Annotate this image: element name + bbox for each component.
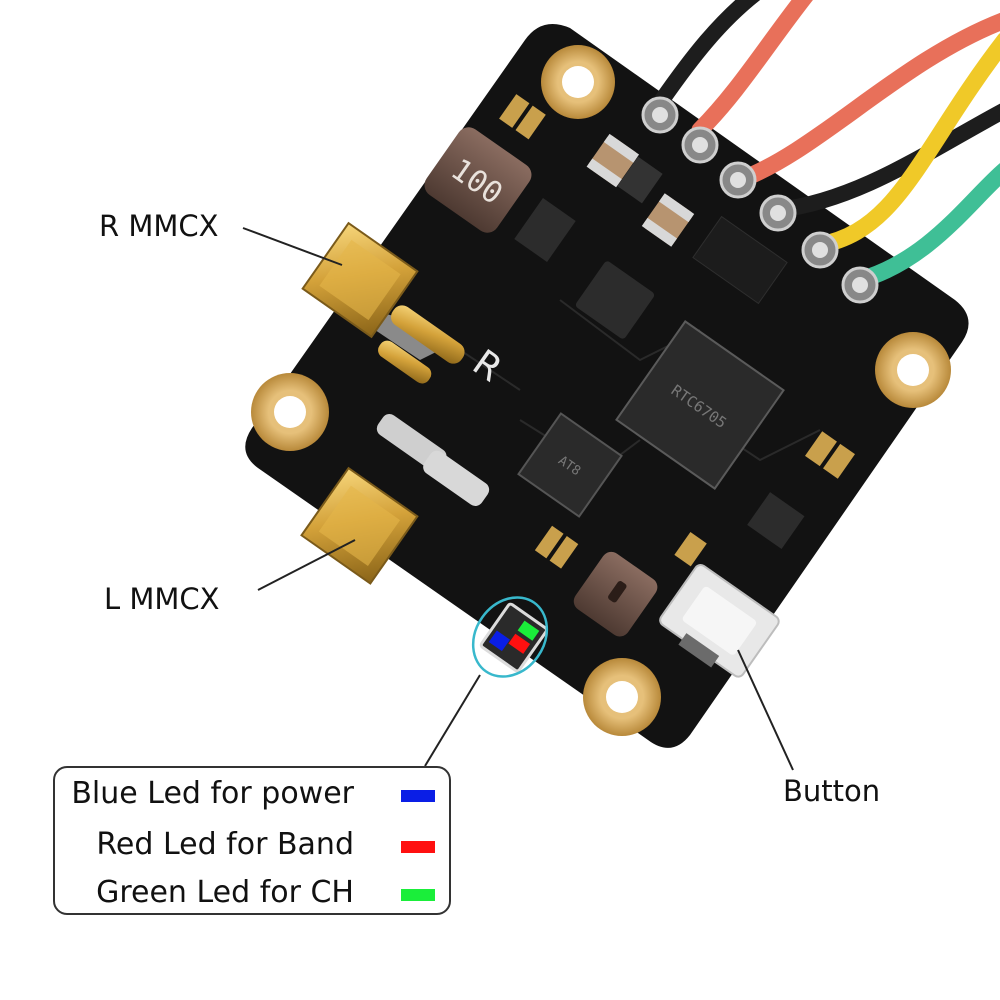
led-legend: Blue Led for power Red Led for Band Gree… [53,766,451,915]
l-mmcx-connector [300,414,490,585]
led-cluster [471,596,549,678]
mounting-holes [251,45,951,736]
inductor-large: 100 [424,127,532,233]
led-highlight-circle [471,596,549,678]
legend-label-green: Green Led for CH [96,875,354,910]
legend-swatch-red [401,841,435,853]
legend-swatch-green [401,889,435,901]
solder-pad [841,266,879,304]
led-blue [488,630,510,652]
wire-green [851,163,1000,289]
inductor-small [573,551,658,637]
wire-solder-pads [641,96,879,304]
push-button [659,564,780,678]
button-label: Button [783,774,881,808]
chip-secondary: AT8 [517,412,623,518]
led-leader [424,674,481,767]
mount-hole-right [875,332,951,408]
wire-black-1 [654,0,761,108]
solder-pad [681,126,719,164]
led-red [508,633,531,654]
wires [654,0,1000,289]
l-mmcx-leader [257,539,356,591]
chip-main: RTC6705 [615,320,785,490]
solder-pad [641,96,679,134]
mount-hole-bottom [583,658,661,736]
solder-pad [801,231,839,269]
l-mmcx-label: L MMCX [104,582,220,616]
solder-pad [719,161,757,199]
r-mmcx-label: R MMCX [99,209,219,243]
wire-yellow [811,33,1000,254]
callout-lines [242,227,794,771]
wire-red-2 [731,12,1000,189]
led-green [517,620,540,641]
button-leader [737,649,794,771]
pcb-board [245,24,969,748]
solder-pad [759,194,797,232]
legend-label-blue: Blue Led for power [71,776,354,811]
r-mmcx-connector [301,221,465,384]
smd-components [499,94,855,569]
legend-swatch-blue [401,790,435,802]
r-mmcx-leader [242,227,343,266]
legend-label-red: Red Led for Band [96,827,354,862]
chip-regulator [575,261,655,339]
mount-hole-top [541,45,615,119]
wire-red-1 [691,0,813,139]
pcb-outline [245,24,969,748]
mount-hole-left [251,373,329,451]
wire-black-2 [770,103,1000,218]
